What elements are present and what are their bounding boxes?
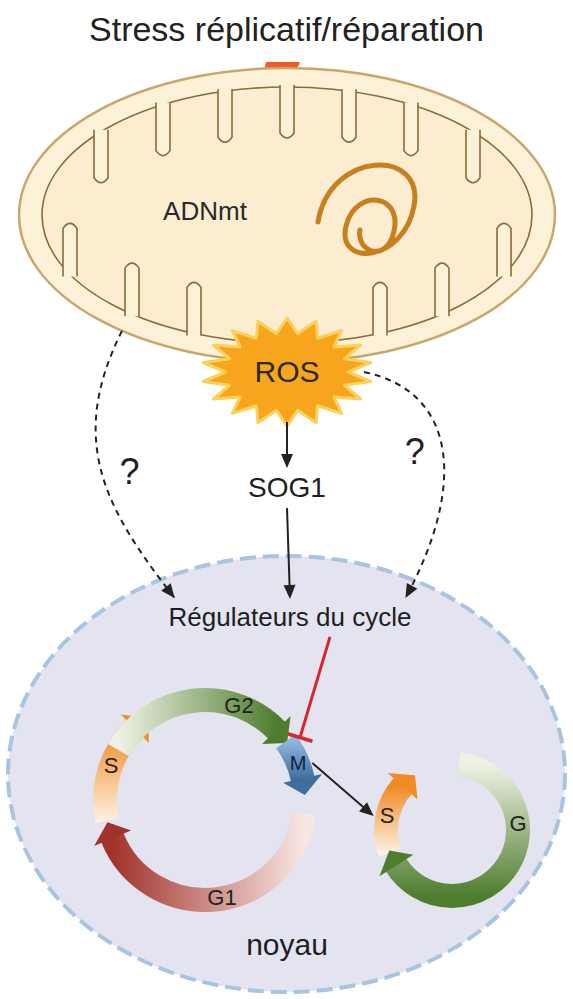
connector [364, 372, 444, 598]
arrowhead [281, 454, 293, 468]
cycle-arrowhead [388, 773, 418, 800]
crista [342, 89, 356, 142]
connector [288, 637, 330, 741]
crista [466, 130, 480, 183]
node-text: noyau [246, 928, 328, 963]
protein-node: SOG1 [244, 470, 330, 506]
ros-star [203, 318, 370, 426]
crista [497, 223, 511, 276]
dashed-path [364, 372, 444, 598]
crista [404, 103, 418, 156]
shapes [8, 68, 565, 992]
cycle-phase: M [286, 750, 311, 777]
nucleus: noyau Régulateurs du cycleS G2M G1 S G [5, 553, 568, 995]
cycle-arrowhead [262, 716, 291, 744]
edge-label: ? [403, 431, 427, 472]
nuclear-envelope [8, 556, 565, 992]
node-text: ROS [254, 355, 319, 390]
node-text: SOG1 [248, 472, 326, 504]
node-text: G [509, 811, 526, 836]
node-text: G1 [207, 885, 236, 910]
cycle-arrowhead [283, 774, 322, 795]
edge-label: ? [117, 451, 141, 492]
node-text: S [104, 753, 119, 778]
connector-line [312, 763, 366, 809]
node-text: Régulateurs du cycle [169, 603, 412, 633]
connector [281, 422, 293, 468]
arrowhead [405, 583, 417, 598]
cycle-arrowhead [379, 851, 413, 877]
arrowhead [161, 583, 174, 598]
crista [435, 263, 449, 316]
crista [218, 89, 232, 142]
crista [156, 103, 170, 156]
arrowhead [284, 585, 296, 599]
crista [187, 282, 201, 335]
crista [125, 263, 139, 316]
connector-line [287, 508, 290, 589]
regulator-node: Régulateurs du cycle [165, 601, 416, 635]
node-text: M [290, 752, 307, 775]
crista [94, 130, 108, 183]
connector [96, 331, 175, 598]
cycle-phase: S [376, 801, 399, 830]
cycle-phase: G [505, 809, 530, 838]
crista [63, 223, 77, 276]
node-text: S [380, 803, 395, 828]
node-text: ADNmt [163, 197, 247, 227]
cycle-phase: G2 [220, 691, 257, 720]
connector [312, 763, 373, 816]
mtdna-loop [318, 165, 415, 253]
connector [284, 508, 296, 599]
arrowhead [359, 802, 374, 816]
dashed-path [96, 331, 175, 598]
connector-line [300, 637, 330, 738]
connector-line [286, 422, 288, 458]
crista [373, 282, 387, 335]
inhibition-bar [288, 734, 313, 741]
mitochondrion: ADNmt [17, 66, 557, 364]
cycle-band [396, 764, 518, 896]
cycle-phase: G1 [203, 883, 240, 912]
stress-label: Stress réplicatif/réparation [89, 10, 484, 49]
cycle-arrowhead [94, 822, 131, 846]
ros-burst: ROS [200, 316, 374, 428]
node-text: G2 [224, 693, 253, 718]
cycle-phase: S [100, 751, 123, 780]
crista [280, 85, 294, 138]
